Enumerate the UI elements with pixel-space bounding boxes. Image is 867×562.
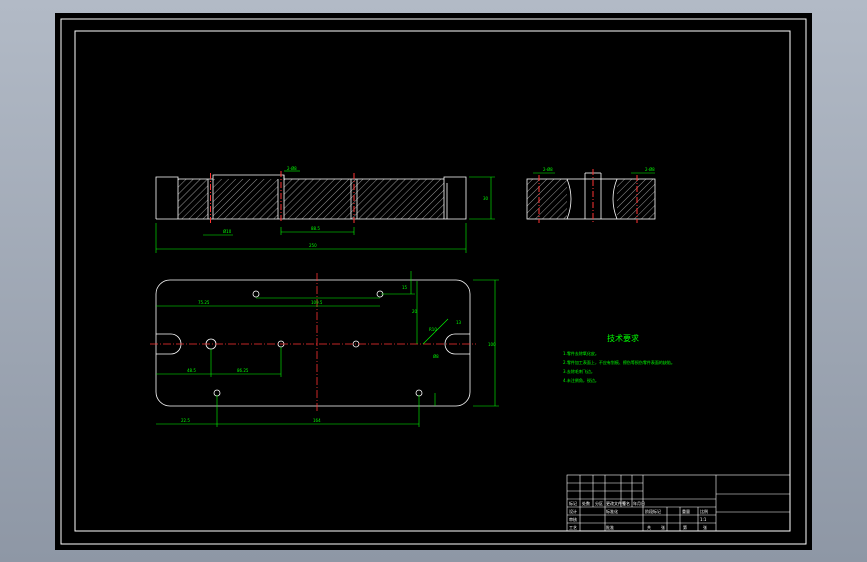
tb-cell: 工艺 (569, 525, 577, 530)
dim-text: 22.5 (181, 418, 190, 423)
drawing-sheet: 2-Ø8 88.5 Ø10 30 250 (55, 13, 812, 550)
dim-text: 48.5 (187, 368, 196, 373)
side-arc-right (612, 178, 618, 220)
tb-cell: 比例 (700, 508, 708, 514)
tb-cell: 张 (661, 524, 665, 530)
plan-outline (155, 279, 471, 407)
tech-note-line: 2.零件加工表面上，不应有划痕、擦伤等损伤零件表面的缺陷。 (563, 359, 675, 365)
dim-text: 75.25 (198, 300, 210, 305)
section-hatch-left (178, 179, 208, 219)
section-outline (155, 174, 467, 220)
tb-cell: 阶段标记 (645, 508, 661, 514)
tb-cell: 共 (647, 524, 651, 530)
tb-cell: 批准 (606, 524, 614, 530)
side-hatch-left (527, 179, 567, 219)
outer-frame (60, 18, 807, 545)
inner-frame (74, 30, 791, 532)
tb-cell: 年月日 (633, 500, 645, 506)
dim-text: 15 (402, 285, 408, 290)
dim-text: 20 (412, 309, 418, 314)
tech-note-line: 1.零件去除氧化皮。 (563, 350, 599, 356)
tb-cell: 签名 (622, 500, 630, 506)
dim-text: 86.25 (237, 368, 249, 373)
dim-text: Ø8 (433, 354, 439, 359)
tech-notes-heading: 技术要求 (607, 333, 639, 343)
tb-cell: 标准化 (606, 508, 618, 514)
right-slot (444, 333, 470, 355)
tb-cell: 第 (683, 524, 687, 530)
tb-cell: 标记 (569, 500, 577, 506)
dim-text: R10 (429, 327, 437, 332)
dim-text: 250 (309, 243, 317, 248)
plan-dimensions (156, 271, 499, 427)
section-hatch-mid (213, 179, 278, 219)
tb-cell: 张 (703, 524, 707, 530)
title-block-text: 标记 处数 分区 更改文件号 签名 年月日 设计 标准化 阶段标记 重量 比例 … (569, 500, 708, 530)
dim-line (422, 318, 449, 345)
title-block-frame (566, 474, 791, 532)
tb-cell: 更改文件号 (606, 500, 626, 506)
tech-notes: 技术要求 1.零件去除氧化皮。 2.零件加工表面上，不应有划痕、擦伤等损伤零件表… (563, 333, 675, 383)
tb-cell: 重量 (682, 508, 690, 514)
dim-text: 2-Ø8 (287, 166, 297, 171)
side-arc-left (566, 178, 572, 220)
tb-cell: 分区 (595, 500, 603, 506)
dim-text: 2-Ø8 (543, 167, 553, 172)
dim-text: 109.5 (311, 300, 323, 305)
tb-cell: 1:1 (700, 517, 707, 522)
dim-text: 2-Ø8 (645, 167, 655, 172)
plan-view (155, 279, 471, 407)
cad-drawing[interactable]: 2-Ø8 88.5 Ø10 30 250 (55, 13, 812, 550)
dim-text: Ø10 (223, 229, 232, 234)
side-centerlines (538, 169, 638, 223)
title-block (566, 474, 791, 532)
dim-text: 88.5 (311, 226, 320, 231)
side-view (526, 172, 656, 220)
tb-cell: 处数 (582, 500, 590, 506)
tech-note-line: 3.去除毛刺飞边。 (563, 368, 595, 374)
section-view (155, 174, 467, 220)
dim-text: 100 (488, 342, 496, 347)
plan-centerlines (150, 273, 476, 413)
section-hatch-right (284, 179, 444, 219)
dim-text: 30 (483, 196, 489, 201)
side-hatch-right (617, 179, 655, 219)
tb-cell: 审核 (569, 516, 577, 522)
tb-cell: 设计 (569, 508, 577, 514)
section-dimensions (155, 170, 495, 253)
dim-text: 164 (313, 418, 321, 423)
tech-note-line: 4.未注倒角，锐边。 (563, 377, 599, 383)
dim-text: 13 (456, 320, 462, 325)
section-bore-centerlines (210, 171, 355, 223)
side-outline (526, 178, 656, 220)
plan-hole (252, 290, 260, 298)
